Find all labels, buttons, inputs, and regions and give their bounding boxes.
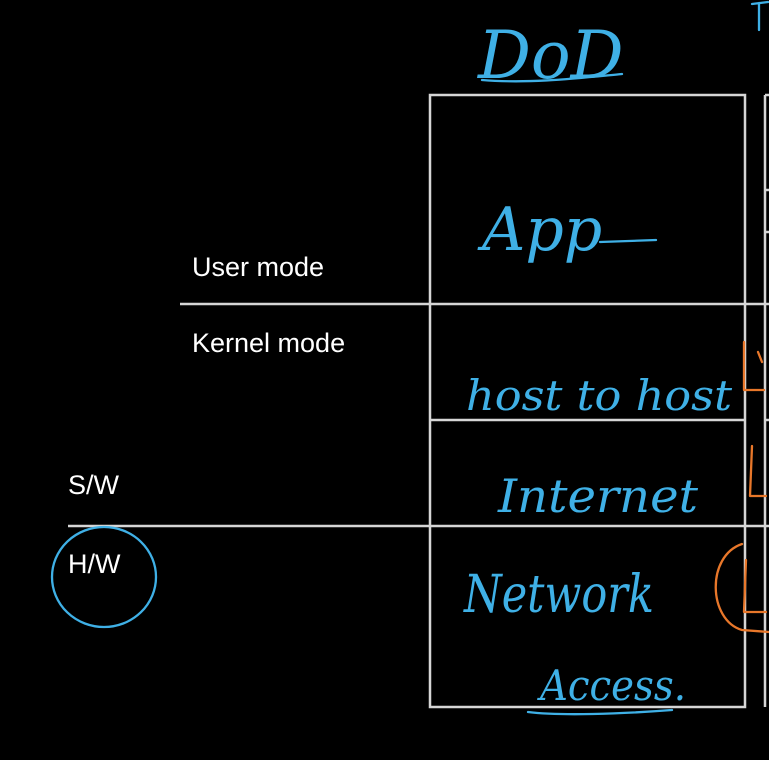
user-mode-label: User mode — [192, 252, 325, 282]
layer-access: Access. — [536, 661, 686, 710]
hardware-label: H/W — [68, 549, 121, 579]
layer-internet: Internet — [497, 469, 699, 523]
layer-host-to-host: host to host — [466, 371, 732, 420]
layer-application: App — [477, 195, 602, 265]
hardware-circle-annotation — [50, 525, 158, 629]
cropped-title-mark — [750, 0, 769, 32]
orange-mark-2 — [748, 444, 768, 498]
dod-title-underline — [480, 72, 624, 83]
orange-mark-3 — [714, 542, 769, 634]
access-underline — [526, 708, 674, 716]
orange-mark-1 — [742, 340, 766, 392]
application-dash — [598, 238, 658, 244]
dod-layer-stack-box — [428, 93, 747, 709]
layer-network: Network — [462, 565, 654, 625]
kernel-mode-label: Kernel mode — [192, 328, 346, 358]
orange-mark-4 — [742, 558, 768, 614]
software-label: S/W — [68, 470, 119, 500]
dod-title: DoD — [477, 17, 624, 94]
